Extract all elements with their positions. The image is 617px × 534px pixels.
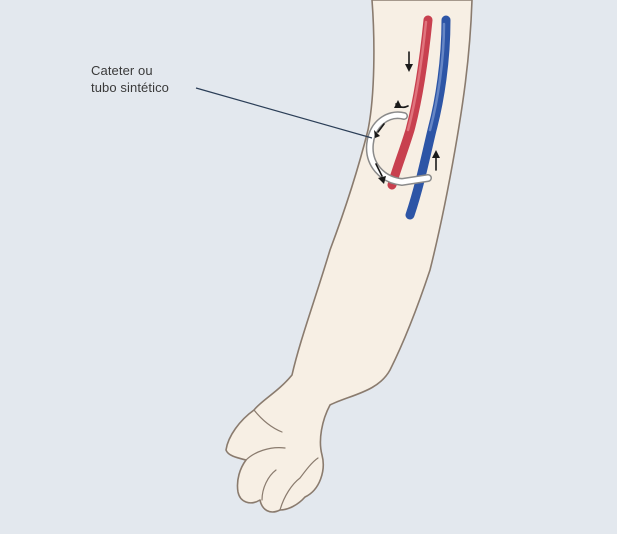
vein-highlight (428, 22, 446, 132)
artery (387, 15, 433, 190)
flow-arrows (374, 51, 440, 184)
catheter-label: Cateter ou tubo sintético (91, 62, 211, 96)
catheter-label-line1: Cateter ou (91, 63, 153, 78)
catheter-loop-inner (367, 112, 431, 185)
fist-detail (245, 409, 319, 511)
vein (405, 15, 451, 220)
callout-leader-line (195, 87, 373, 139)
catheter-label-line2: tubo sintético (91, 80, 170, 95)
artery-highlight (406, 20, 428, 132)
